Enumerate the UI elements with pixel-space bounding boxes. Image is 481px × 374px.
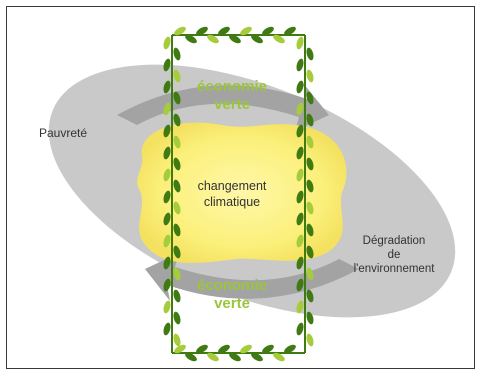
vine-leaf xyxy=(173,157,181,171)
vine-leaf xyxy=(229,34,241,44)
vine-leaf xyxy=(163,124,171,138)
green-economy-top-line1: économie xyxy=(196,78,268,95)
label-degradation-line1: Dégradation xyxy=(362,235,426,247)
vine-leaf xyxy=(173,47,181,61)
vine-leaf xyxy=(173,267,181,281)
green-economy-bottom-line2: verte xyxy=(214,295,250,312)
vine-leaf xyxy=(284,344,296,354)
vine-leaf xyxy=(173,179,181,193)
vine-leaf xyxy=(173,289,181,303)
vine-leaf xyxy=(218,344,230,354)
vine-frame xyxy=(163,26,314,362)
vine-leaf xyxy=(262,344,274,354)
vine-leaf xyxy=(306,311,314,325)
vine-leaf xyxy=(296,168,304,182)
vine-leaf xyxy=(296,300,304,314)
vine-leaf xyxy=(173,201,181,215)
vine-leaf xyxy=(163,190,171,204)
vine-leaf xyxy=(163,168,171,182)
green-economy-bottom-line1: économie xyxy=(196,277,268,294)
vine-leaf xyxy=(240,26,252,36)
vine-leaf xyxy=(306,113,314,127)
vine-leaf xyxy=(173,69,181,83)
vine-leaf xyxy=(185,352,197,362)
vine-leaf xyxy=(163,36,171,50)
vine-leaf xyxy=(163,300,171,314)
label-green-economy-bottom: économie verte xyxy=(172,277,292,313)
climate-blob xyxy=(137,122,347,263)
vine-leaf xyxy=(306,267,314,281)
vine-leaf xyxy=(163,278,171,292)
vine-leaf xyxy=(174,26,186,36)
vine-leaf xyxy=(163,80,171,94)
vine-leaf xyxy=(173,245,181,259)
label-degradation-line2: de xyxy=(387,249,401,261)
vine-leaf xyxy=(296,256,304,270)
vine-leaf xyxy=(207,34,219,44)
vine-leaf xyxy=(296,278,304,292)
vine-leaf xyxy=(296,146,304,160)
vine-leaf xyxy=(306,135,314,149)
vine-leaf xyxy=(240,344,252,354)
vine-leaf xyxy=(306,223,314,237)
vine-leaf xyxy=(196,26,208,36)
green-economy-top-line2: verte xyxy=(214,96,250,113)
vine-leaf xyxy=(163,322,171,336)
vine-leaf xyxy=(296,102,304,116)
vine-leaf xyxy=(262,26,274,36)
diagram-canvas xyxy=(48,26,456,362)
vine-leaf xyxy=(296,124,304,138)
vine-leaf xyxy=(273,34,285,44)
diagram-frame: Pauvreté changement climatique Dégradati… xyxy=(6,6,475,369)
vine-leaf xyxy=(306,245,314,259)
vine-leaf xyxy=(229,352,241,362)
vine-leaf xyxy=(185,34,197,44)
label-climate-change: changement climatique xyxy=(172,178,292,210)
vine-leaf xyxy=(306,201,314,215)
vine-leaf xyxy=(251,352,263,362)
label-climate-line1: changement xyxy=(197,179,267,193)
vine-leaf xyxy=(163,102,171,116)
vine-leaf xyxy=(174,344,186,354)
label-environment-degradation: Dégradation de l'environnement xyxy=(339,234,449,276)
vine-leaf xyxy=(296,322,304,336)
label-green-economy-top: économie verte xyxy=(172,78,292,114)
vine-leaf xyxy=(163,212,171,226)
vine-leaf xyxy=(163,146,171,160)
vine-leaf xyxy=(173,223,181,237)
vine-leaf xyxy=(296,234,304,248)
vine-leaf xyxy=(273,352,285,362)
vine-leaf xyxy=(218,26,230,36)
vine-leaf xyxy=(306,69,314,83)
vine-leaf xyxy=(306,157,314,171)
vine-leaf xyxy=(173,333,181,347)
vine-leaf xyxy=(163,256,171,270)
vine-leaf xyxy=(296,80,304,94)
vine-leaf xyxy=(173,91,181,105)
vine-leaf xyxy=(207,352,219,362)
vine-leaf xyxy=(296,36,304,50)
vine-leaf xyxy=(296,212,304,226)
vine-leaf xyxy=(296,190,304,204)
label-pauvrete: Pauvreté xyxy=(39,126,88,140)
vine-leaf xyxy=(173,135,181,149)
vine-leaf xyxy=(251,34,263,44)
vine-leaf xyxy=(296,58,304,72)
vine-leaf xyxy=(284,26,296,36)
label-degradation-line3: l'environnement xyxy=(353,263,435,275)
vine-leaf xyxy=(163,58,171,72)
vine-leaf xyxy=(306,91,314,105)
vine-leaf xyxy=(306,179,314,193)
vine-leaf xyxy=(306,333,314,347)
arrow-top xyxy=(117,83,329,131)
label-climate-line2: climatique xyxy=(203,195,261,209)
vine-leaf xyxy=(173,311,181,325)
vine-leaf xyxy=(306,289,314,303)
vine-leaf xyxy=(163,234,171,248)
vine-leaf xyxy=(196,344,208,354)
vine-leaf xyxy=(306,47,314,61)
vine-leaf xyxy=(173,113,181,127)
